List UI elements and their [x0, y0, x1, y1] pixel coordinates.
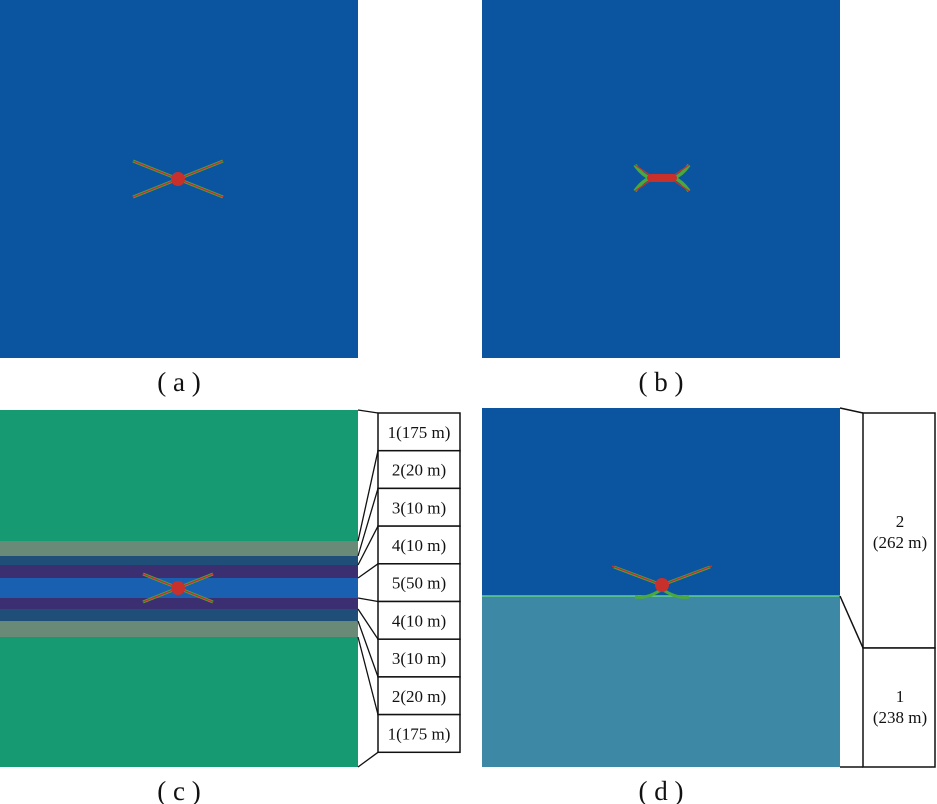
panel-a: ( a ) [0, 0, 358, 397]
fracture-arm-red [132, 178, 179, 198]
panel-b-fracture-icon [633, 163, 691, 193]
panel-d-layer-2 [482, 408, 840, 596]
fracture-arm-red [661, 565, 713, 586]
panel-d-layer-2-number: 2 [896, 512, 905, 531]
panel-c-layer-label: 2(20 m) [392, 461, 446, 480]
panel-c-layer-label: 1(175 m) [388, 724, 451, 743]
panel-c-leader-line [357, 608, 379, 640]
panel-d-layer-2-thickness: (262 m) [873, 533, 927, 552]
panel-d-caption: ( d ) [639, 776, 684, 804]
panel-c-layer-1-bottom [0, 637, 358, 767]
panel-c-layer-3-top [0, 556, 358, 565]
panel-b: ( b ) [482, 0, 840, 397]
panel-c-layer-label: 3(10 m) [392, 498, 446, 517]
panel-c-label-box [377, 713, 461, 754]
fracture-arm-red [132, 160, 179, 180]
panel-c-layer-label: 4(10 m) [392, 611, 446, 630]
fracture-arm-red [177, 178, 224, 198]
panel-c-leader-line [357, 751, 379, 768]
panel-c-layer-legend: 1(175 m) 2(20 m) 3(10 m) 4(10 m) 5(50 m) 4(10… [357, 409, 461, 768]
panel-c-label-box [377, 563, 461, 603]
panel-c-caption: ( c ) [157, 776, 200, 804]
panel-d-fracture-icon [611, 565, 713, 599]
wellbore-circle [655, 578, 669, 592]
panel-c-layer-label: 5(50 m) [392, 574, 446, 593]
panel-d-label-box-1 [862, 647, 936, 768]
panel-c-fracture-icon [142, 572, 214, 604]
panel-c-label-box [377, 600, 461, 640]
wellbore-bar [647, 174, 677, 182]
panel-c-layer-1-top [0, 410, 358, 541]
panel-c-leader-line [357, 525, 379, 566]
panel-c-layer-4-top [0, 565, 358, 578]
panel-c-leader-line [357, 563, 379, 579]
panel-c-layer-label: 3(10 m) [392, 649, 446, 668]
panel-c-leader-line [357, 409, 379, 414]
panel-d-layer-1-number: 1 [896, 687, 905, 706]
panel-c-leader-line [357, 488, 379, 557]
fracture-arm-red [177, 160, 224, 180]
panel-c-label-box [377, 638, 461, 678]
panel-d-label-box-2 [862, 412, 936, 649]
panel-c-layer-2-top [0, 541, 358, 556]
panel-b-caption: ( b ) [639, 367, 684, 397]
panel-c-layer-label: 2(20 m) [392, 687, 446, 706]
panel-a-fracture-icon [132, 159, 224, 199]
panel-c-leader-line [357, 450, 379, 542]
panel-c-layer-label: 4(10 m) [392, 536, 446, 555]
panel-d: 2 (262 m) 1 (238 m) ( d ) [482, 407, 936, 804]
wellbore-circle [171, 581, 185, 595]
panel-d-layer-1 [482, 596, 840, 767]
panel-a-caption: ( a ) [157, 367, 200, 397]
wellbore-circle [171, 172, 185, 186]
panel-d-layer-legend: 2 (262 m) 1 (238 m) [839, 407, 936, 768]
panel-c-layer-2-bottom [0, 621, 358, 637]
panel-d-leader-top [839, 407, 864, 414]
panel-c-leader-line [357, 597, 379, 603]
panel-c-leader-line [357, 636, 379, 715]
panel-c-layer-label: 1(175 m) [388, 423, 451, 442]
panel-c: 1(175 m) 2(20 m) 3(10 m) 4(10 m) 5(50 m) 4(10… [0, 409, 461, 804]
panel-c-leader-line [357, 620, 379, 678]
panel-d-layer-1-thickness: (238 m) [873, 708, 927, 727]
panel-c-label-box [377, 525, 461, 565]
panel-c-label-box [377, 487, 461, 527]
panel-c-layer-4-bottom [0, 598, 358, 609]
panel-c-layer-3-bottom [0, 609, 358, 621]
fracture-arm-red [611, 565, 663, 586]
panel-d-leader-mid [839, 595, 864, 649]
